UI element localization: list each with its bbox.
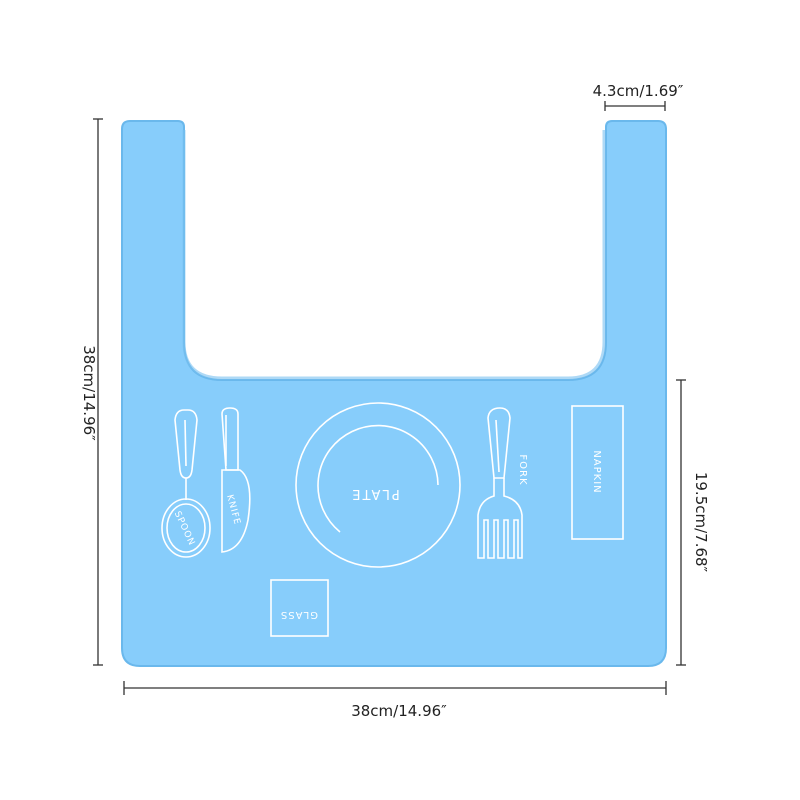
- glass-label: GLASS: [280, 609, 318, 620]
- height-dimension-label: 38cm/14.96″: [80, 345, 98, 441]
- placemat-inner-edge: [182, 130, 606, 380]
- width-dimension-label: 38cm/14.96″: [351, 702, 447, 720]
- fork-icon: FORK: [477, 407, 528, 559]
- placemat-shape: [121, 120, 667, 667]
- arm-width-dimension: 4.3cm/1.69″: [593, 82, 684, 111]
- napkin-icon: NAPKIN: [571, 405, 624, 540]
- width-dimension: 38cm/14.96″: [123, 681, 667, 720]
- fork-label: FORK: [517, 454, 528, 485]
- tray-depth-dimension: 19.5cm/7.68″: [676, 379, 710, 666]
- plate-icon: PLATE: [295, 402, 461, 568]
- napkin-label: NAPKIN: [591, 450, 602, 493]
- arm-width-dimension-label: 4.3cm/1.69″: [593, 82, 684, 100]
- plate-label: PLATE: [350, 486, 399, 501]
- silicone-placemat: [121, 120, 667, 667]
- glass-icon: GLASS: [270, 579, 329, 637]
- height-dimension: 38cm/14.96″: [80, 118, 103, 666]
- tray-depth-dimension-label: 19.5cm/7.68″: [692, 472, 710, 573]
